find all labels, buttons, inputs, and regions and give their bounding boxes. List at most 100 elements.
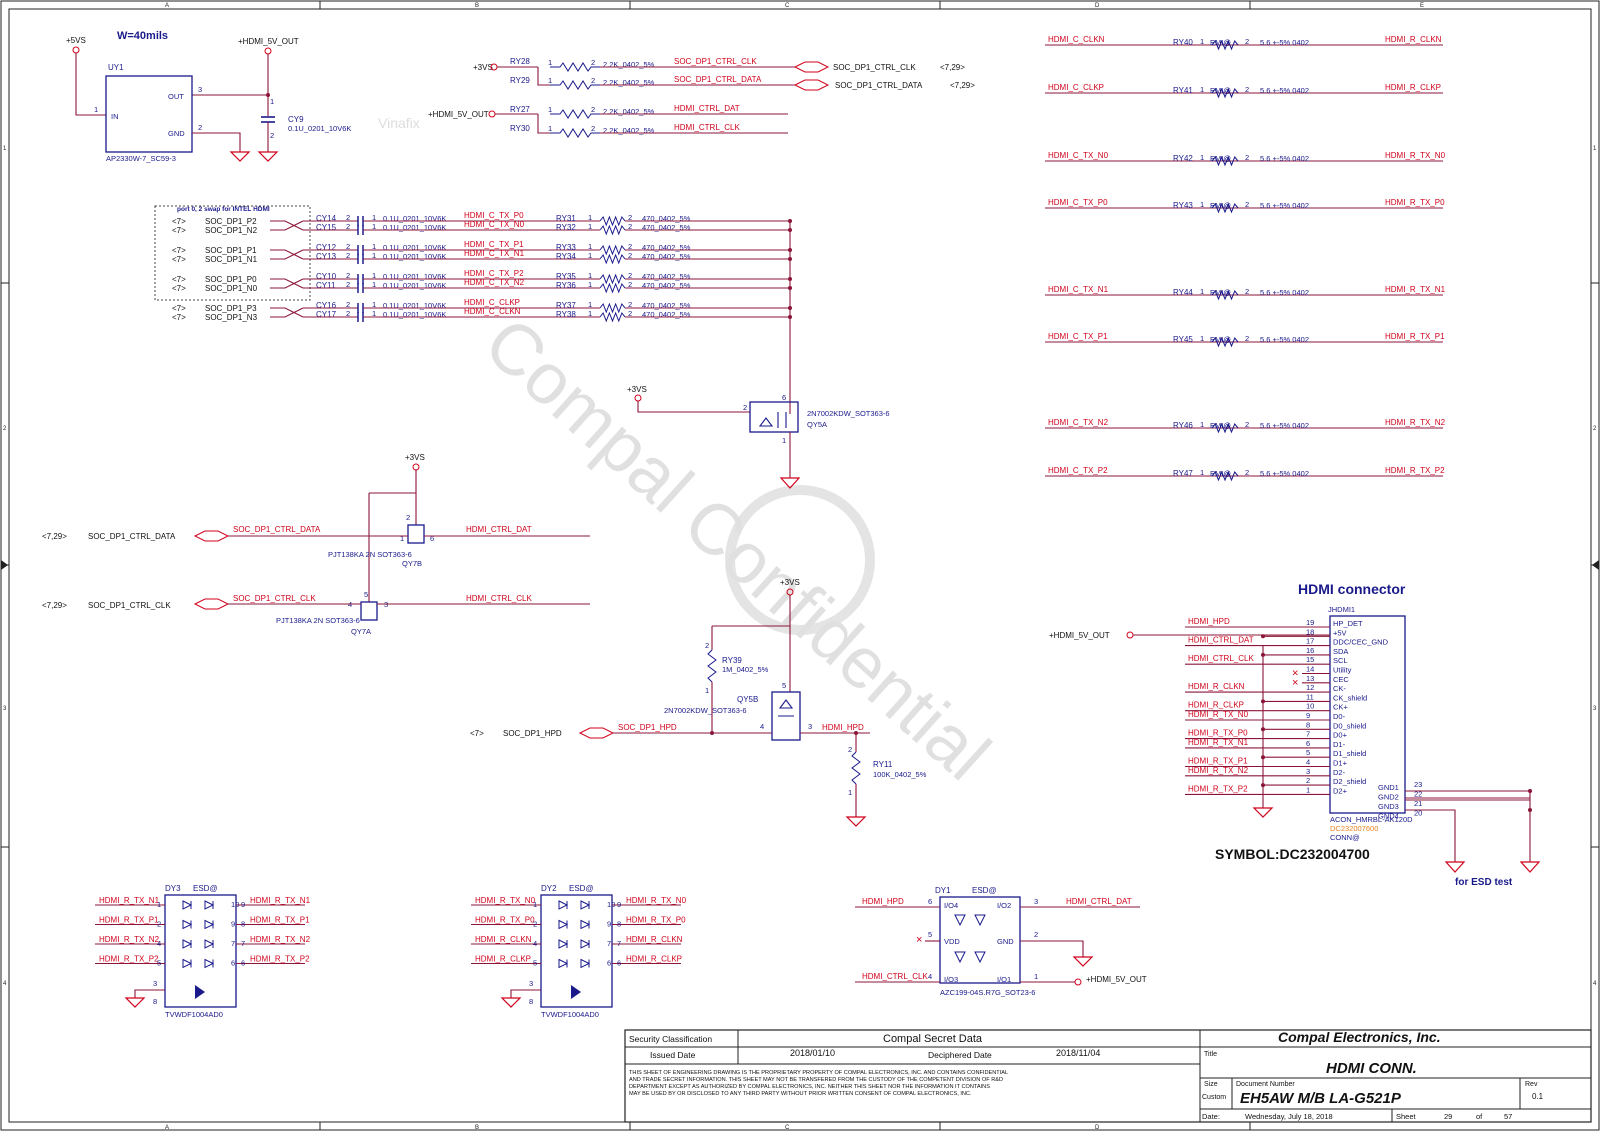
- bias-resistor: [599, 224, 626, 236]
- qy5b-pin3: 3: [808, 722, 812, 731]
- connector-symbol: SYMBOL:DC232004700: [1215, 846, 1370, 862]
- qy5b-part: 2N7002KDW_SOT363-6: [664, 706, 747, 715]
- lane-wire: [270, 220, 304, 231]
- esd-right-net: HDMI_R_TX_N0: [626, 896, 687, 905]
- qy5a-rail: +3VS: [627, 385, 647, 394]
- res-pin: 1: [588, 242, 592, 251]
- cap-pin: 1: [372, 309, 376, 318]
- lane-wire: [270, 249, 304, 260]
- hpd-in-sheet: <7>: [470, 729, 484, 738]
- series-out-net: HDMI_R_TX_N2: [1385, 418, 1446, 427]
- series-pin1: 1: [1200, 200, 1204, 209]
- rail-hdmi5v-label: +HDMI_5V_OUT: [238, 37, 299, 46]
- series-pin1: 1: [1200, 468, 1204, 477]
- connector-gnd-number: 22: [1414, 790, 1422, 799]
- res-pin: 2: [628, 280, 632, 289]
- bias-res-ref: RY33: [556, 243, 576, 252]
- esd-inner-pin: 9: [607, 920, 611, 929]
- series-resistor: [1211, 336, 1239, 348]
- series-in-net: HDMI_C_TX_N0: [1048, 151, 1109, 160]
- connector-pin-name: D1-: [1333, 740, 1346, 749]
- cap-pin: 1: [372, 251, 376, 260]
- dy1-part: AZC199-04S.R7G_SOT23-6: [940, 988, 1035, 997]
- soc-lane-net: SOC_DP1_N1: [205, 255, 258, 264]
- esd-zener: [571, 985, 581, 999]
- ls-data-sheet: <7,29>: [42, 532, 67, 541]
- qy5b-ref: QY5B: [737, 695, 758, 704]
- esd-right-net: HDMI_R_TX_N1: [250, 896, 311, 905]
- series-in-net: HDMI_C_TX_P0: [1048, 198, 1108, 207]
- esd-gnd-pin: 8: [153, 997, 157, 1006]
- res-pin: 1: [588, 222, 592, 231]
- hpd-block: +3VS 2 1 RY39 1M_0402_5% QY5B 2N7002KDW_…: [470, 578, 927, 827]
- bias-res-value: 470_0402_5%: [642, 214, 691, 223]
- sheet-ref: <7>: [172, 275, 186, 284]
- qy5b-pin4: 4: [760, 722, 764, 731]
- drawing-title: HDMI CONN.: [1326, 1060, 1417, 1077]
- esd-left-pin: 4: [157, 939, 161, 948]
- size-value: Custom: [1202, 1094, 1226, 1101]
- rail-5vs-label: +5VS: [66, 36, 86, 45]
- sheet-total: 57: [1504, 1112, 1512, 1121]
- esd-inner-pin: 7: [607, 939, 611, 948]
- coupling-cap-ref: CY17: [316, 310, 337, 319]
- uy1-pin-gnd: GND: [168, 129, 185, 138]
- bias-res-ref: RY32: [556, 223, 576, 232]
- series-in-net: HDMI_C_TX_P2: [1048, 466, 1108, 475]
- no-connect-mark: ×: [1292, 677, 1298, 689]
- ry27-ref: RY27: [510, 105, 530, 114]
- ry29-pin2: 2: [591, 76, 595, 85]
- sheet-ref: <7>: [172, 304, 186, 313]
- esd-tag: ESD@: [569, 884, 594, 893]
- security-value: Compal Secret Data: [883, 1033, 983, 1045]
- ground-symbol: [779, 477, 801, 489]
- dy1-io3: I/O3: [944, 975, 958, 984]
- ry30-value: 2.2K_0402_5%: [603, 126, 655, 135]
- rev-value: 0.1: [1532, 1092, 1544, 1101]
- connector-pin-net: HDMI_CTRL_CLK: [1188, 654, 1254, 663]
- series-res-value: 5.6 +-5% 0402: [1260, 421, 1309, 430]
- lane-wire: [270, 249, 304, 260]
- esd-left-pin: 2: [533, 920, 537, 929]
- date-label: Date:: [1202, 1112, 1220, 1121]
- coupling-cap-value: 0.1U_0201_10V6K: [383, 281, 446, 290]
- uy1-part: AP2330W-7_SC59-3: [106, 154, 176, 163]
- connector-pin-number: 17: [1306, 637, 1314, 646]
- hpd-out: HDMI_HPD: [822, 723, 864, 732]
- series-out-net: HDMI_R_CLKP: [1385, 83, 1441, 92]
- esd-diode: [182, 900, 215, 910]
- col-label-c-bottom: C: [785, 1125, 790, 1131]
- docnum-label: Document Number: [1236, 1081, 1295, 1088]
- series-pin1: 1: [1200, 334, 1204, 343]
- dy1-tag: ESD@: [972, 886, 997, 895]
- legal-line-4: MAY BE USED BY OR DISCLOSED TO ANY THIRD…: [629, 1091, 972, 1097]
- esd-diode: [182, 939, 215, 949]
- series-in-net: HDMI_C_TX_N2: [1048, 418, 1109, 427]
- cy9-pin2: 2: [270, 131, 274, 140]
- net-soc-ctrl-data: SOC_DP1_CTRL_DATA: [674, 75, 762, 84]
- series-pin1: 1: [1200, 85, 1204, 94]
- hpd-in-net: SOC_DP1_HPD: [503, 729, 562, 738]
- qy7b-pin2: 2: [406, 513, 410, 522]
- cap-pin: 2: [346, 242, 350, 251]
- cap-pin: 2: [346, 271, 350, 280]
- connector-body: [1329, 615, 1406, 814]
- power-switch-block: +5VS W=40mils +HDMI_5V_OUT UY1 IN OUT GN…: [66, 30, 351, 163]
- lane-wire: [270, 220, 304, 231]
- connector-pin-number: 7: [1306, 730, 1310, 739]
- res-pin: 1: [588, 251, 592, 260]
- series-out-net: HDMI_R_TX_P2: [1385, 466, 1445, 475]
- series-res-value: 5.6 +-5% 0402: [1260, 38, 1309, 47]
- connector-pin-name: SDA: [1333, 647, 1348, 656]
- cap-pin: 2: [346, 309, 350, 318]
- esd-right-pin: 7: [617, 939, 621, 948]
- dy1-io2: I/O2: [997, 901, 1011, 910]
- connector-pin-name: CK+: [1333, 703, 1348, 712]
- lane-wire: [270, 307, 304, 318]
- series-resistor: [1211, 155, 1239, 167]
- bias-resistor: [599, 273, 626, 285]
- coupling-cap-value: 0.1U_0201_10V6K: [383, 252, 446, 261]
- col-label-e: E: [1420, 3, 1424, 9]
- bias-res-ref: RY37: [556, 301, 576, 310]
- legal-line-2: AND TRADE SECRET INFORMATION. THIS SHEET…: [629, 1077, 1003, 1083]
